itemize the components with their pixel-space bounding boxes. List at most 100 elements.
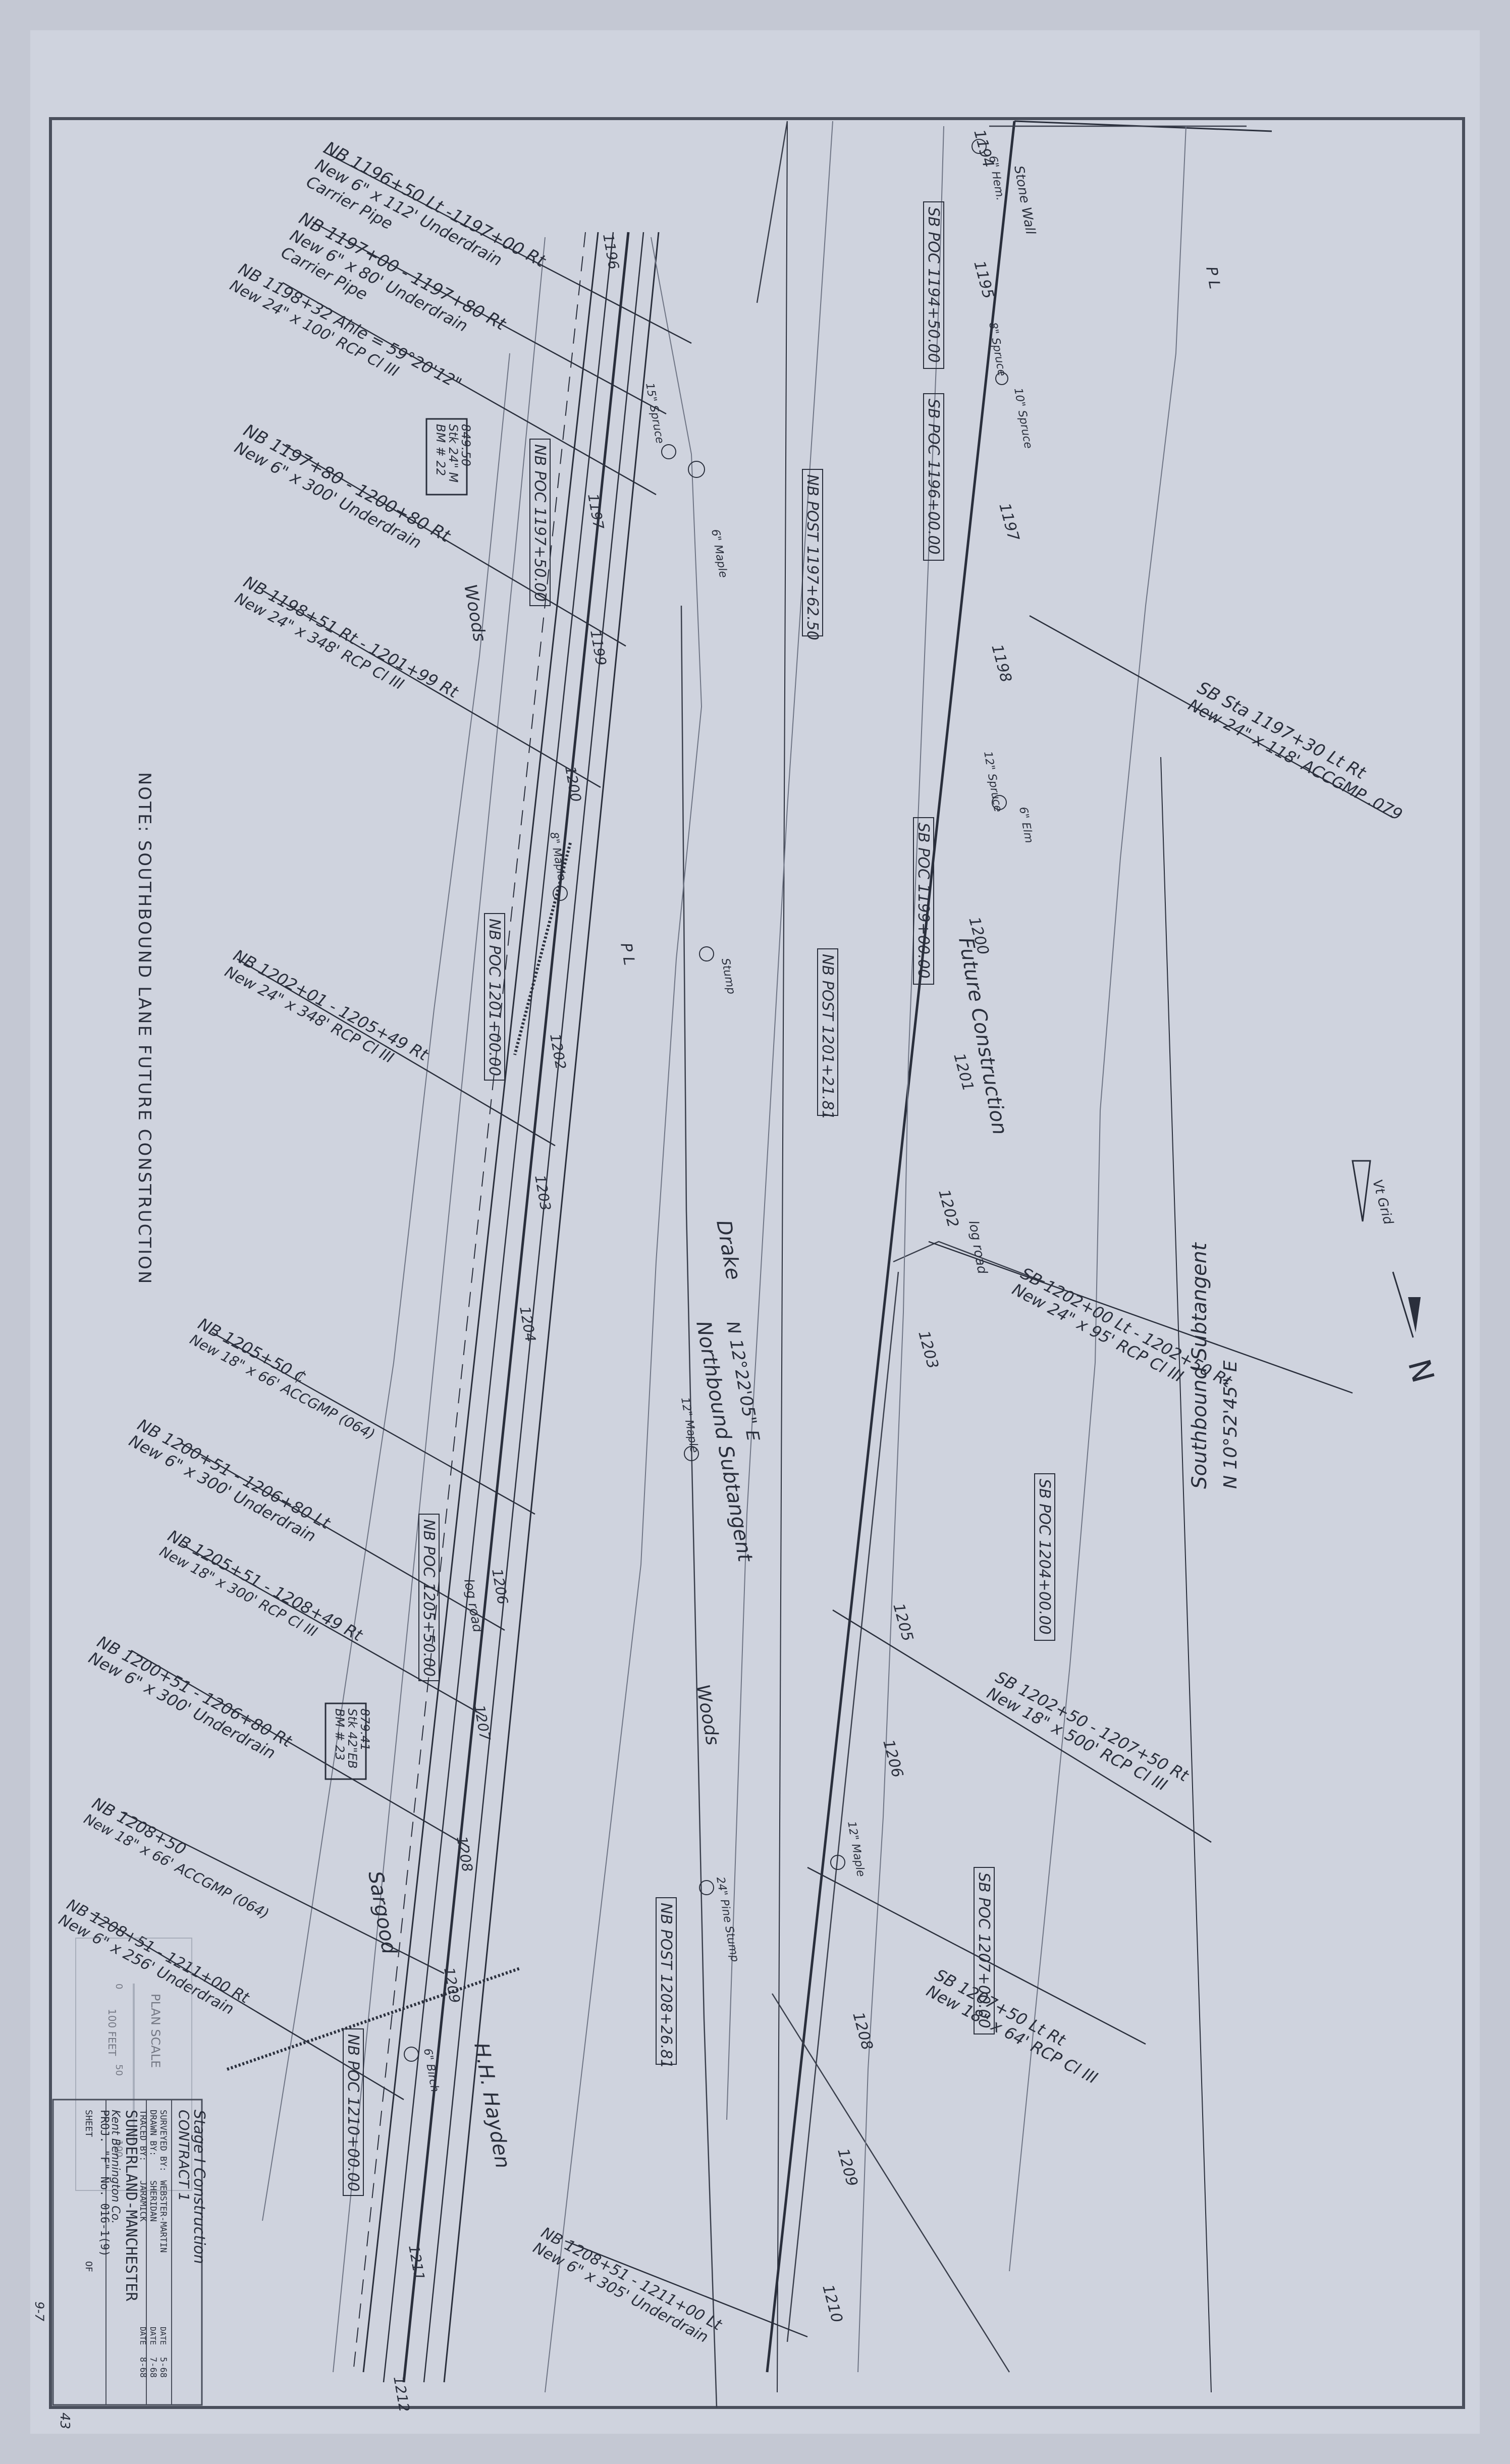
fence-left xyxy=(262,237,703,2393)
station-number: 1196 xyxy=(600,232,622,271)
tree-label: 12" Maple xyxy=(678,1397,700,1454)
note-text: NOTE: SOUTHBOUND LANE FUTURE CONSTRUCTIO… xyxy=(134,772,154,1285)
station-box: NB POST 1201+21.81 xyxy=(819,954,836,1120)
culvert-note-line2: New 18" x 66' ACCGMP (064) xyxy=(187,1331,378,1443)
culvert-note-line2: New 6" x 300' Underdrain xyxy=(231,438,424,553)
north-arrow: Vt Grid N xyxy=(1352,1160,1441,1386)
tree-label: 6" Elm xyxy=(1016,806,1035,844)
drawn-label: DRAWN BY: xyxy=(148,2110,158,2156)
station-number: 1207 xyxy=(471,1703,494,1742)
tree-label: 6" Hem. xyxy=(986,155,1006,202)
project-line3: PROJ. "F" No. 016-1(9) xyxy=(98,2110,111,2257)
sb-note-line2: New 24" x 95' RCP Cl III xyxy=(1009,1279,1187,1386)
woods-label: Woods xyxy=(460,583,490,644)
tree-label: 10" Spruce xyxy=(1011,387,1035,450)
leader-lines xyxy=(90,150,1393,2338)
sb-bearing-label: N 10°52'45" E xyxy=(1220,1360,1241,1489)
traced-label: TRACED BY: xyxy=(138,2110,148,2161)
page-mark: 9-7 xyxy=(32,2301,46,2322)
sb-note-line2: New 24" x 118' ACCGMP .079 xyxy=(1185,695,1406,824)
bench-marks: BM # 22 Stk 24" M 849.50 BM # 23 Stk 42"… xyxy=(325,418,473,1780)
title-block: SURVEYED BY: WEBSTER-MARTIN DATE 5-68 DR… xyxy=(32,2099,208,2429)
culvert-note-line1: NB 1197+80 - 1200+80 Rt xyxy=(240,420,454,547)
station-number: 1198 xyxy=(988,642,1015,684)
pl-label: P L xyxy=(617,941,638,967)
bench-mark-line: BM # 22 xyxy=(434,424,448,476)
log-road-label: log road xyxy=(965,1219,990,1275)
culvert-note-line2: New 6" x 300' Underdrain xyxy=(126,1431,319,1546)
property-lines xyxy=(680,121,1247,2408)
drawn-by: SHERIDAN xyxy=(148,2180,158,2222)
hayden-label: H.H. Hayden xyxy=(469,2041,514,2170)
scale-tick: 100 xyxy=(114,2140,124,2157)
corner-mark: 43 xyxy=(57,2413,72,2429)
culvert-note-line2: New 6" x 305' Underdrain xyxy=(530,2239,711,2346)
bench-mark-line: Stk 24" M xyxy=(446,424,460,483)
culvert-note-line1: NB 1200+51 - 1206+80 Lt xyxy=(134,1415,334,1533)
southbound-road xyxy=(766,120,1272,2393)
surveyed-label: SURVEYED BY: xyxy=(158,2110,168,2172)
southbound-subtangent-label: Southbound Subtangent xyxy=(1188,1242,1211,1489)
station-number: 1205 xyxy=(889,1601,916,1643)
pl-label: P L xyxy=(1202,265,1223,290)
station-number: 1206 xyxy=(879,1738,906,1780)
project-line2: Kent Bennington Co. xyxy=(109,2110,122,2224)
tree-label: 24" Pine Stump xyxy=(714,1876,741,1963)
culvert-note-line1: NB 1198+51 Rt - 1201+99 Rt xyxy=(240,572,462,703)
station-box: NB POC 1205+50.00 xyxy=(420,1519,438,1677)
tree-label: Stump xyxy=(719,957,737,995)
surveyed-by: WEBSTER-MARTIN xyxy=(158,2180,168,2253)
drake-label: Drake xyxy=(712,1218,745,1282)
bench-mark-line: Stk 42"EB xyxy=(345,1708,359,1769)
station-number: 1202 xyxy=(935,1188,962,1229)
sheet-label: SHEET xyxy=(83,2110,94,2137)
drawn-date-label: DATE xyxy=(148,2327,157,2345)
sb-note-line1: SB Sta 1197+30 Lt Rt xyxy=(1194,678,1370,784)
station-box: SB POC 1207+00.00 xyxy=(975,1872,993,2028)
station-number: 1201 xyxy=(950,1051,977,1093)
station-number: 1209 xyxy=(834,2147,861,2188)
scale-unit: 100 FEET xyxy=(106,2009,118,2056)
station-number: 1202 xyxy=(547,1032,569,1070)
station-box: SB POC 1204+00.00 xyxy=(1036,1479,1053,1635)
culvert-note-line1: NB 1202+01 - 1205+49 Rt xyxy=(230,946,432,1065)
north-label: N xyxy=(1401,1356,1441,1386)
station-box: SB POC 1199+00.00 xyxy=(914,823,932,979)
traced-date-label: DATE xyxy=(138,2327,147,2345)
culvert-note-line1: NB 1200+51 - 1206+80 Rt xyxy=(94,1632,296,1752)
stone-walls xyxy=(227,842,572,2071)
culvert-note-line2: New 6" x 256' Underdrain xyxy=(56,1911,237,2018)
bench-mark-line: 879.41 xyxy=(358,1708,372,1751)
drawing-frame xyxy=(49,117,1465,2409)
bench-mark-line: 849.50 xyxy=(459,424,473,466)
scale-tick: 50 xyxy=(114,2064,124,2076)
culvert-note-line2: New 6" x 300' Underdrain xyxy=(85,1648,279,1763)
woods-label: Woods xyxy=(692,1683,723,1747)
drawn-date: 7-68 xyxy=(148,2357,158,2378)
station-box: NB POST 1208+26.81 xyxy=(657,1903,675,2069)
station-number: 1204 xyxy=(516,1305,539,1343)
culvert-note-line2: New 18" x 66' ACCGMP (064) xyxy=(81,1810,272,1922)
stage-line2: CONTRACT 1 xyxy=(176,2110,192,2202)
station-number: 1211 xyxy=(405,2243,428,2282)
scale-tick: 0 xyxy=(114,1984,124,1989)
culvert-note-line1: NB 1208+51 - 1211+00 Rt xyxy=(64,1896,252,2007)
station-number: 1203 xyxy=(531,1173,554,1212)
station-number: 1195 xyxy=(970,259,997,301)
future-construction-label: Future Construction xyxy=(954,936,1011,1137)
project-line1: SUNDERLAND-MANCHESTER xyxy=(122,2110,140,2301)
station-number: 1206 xyxy=(489,1567,511,1605)
tree-label: 12" Spruce xyxy=(981,751,1004,813)
fence-right xyxy=(726,121,1187,2373)
station-number: 1200 xyxy=(562,765,584,803)
sb-note-line2: New 18" x 500' RCP Cl III xyxy=(984,1683,1170,1795)
stone-wall-label: Stone Wall xyxy=(1011,165,1038,236)
tree-label: 12" Maple xyxy=(845,1820,867,1878)
scale-bar: PLAN SCALE 100 FEET 0 50 100 xyxy=(75,1938,192,2191)
northbound-road xyxy=(353,232,660,2383)
grid-label: Vt Grid xyxy=(1369,1178,1396,1226)
station-box: NB POST 1197+62.50 xyxy=(803,474,821,640)
